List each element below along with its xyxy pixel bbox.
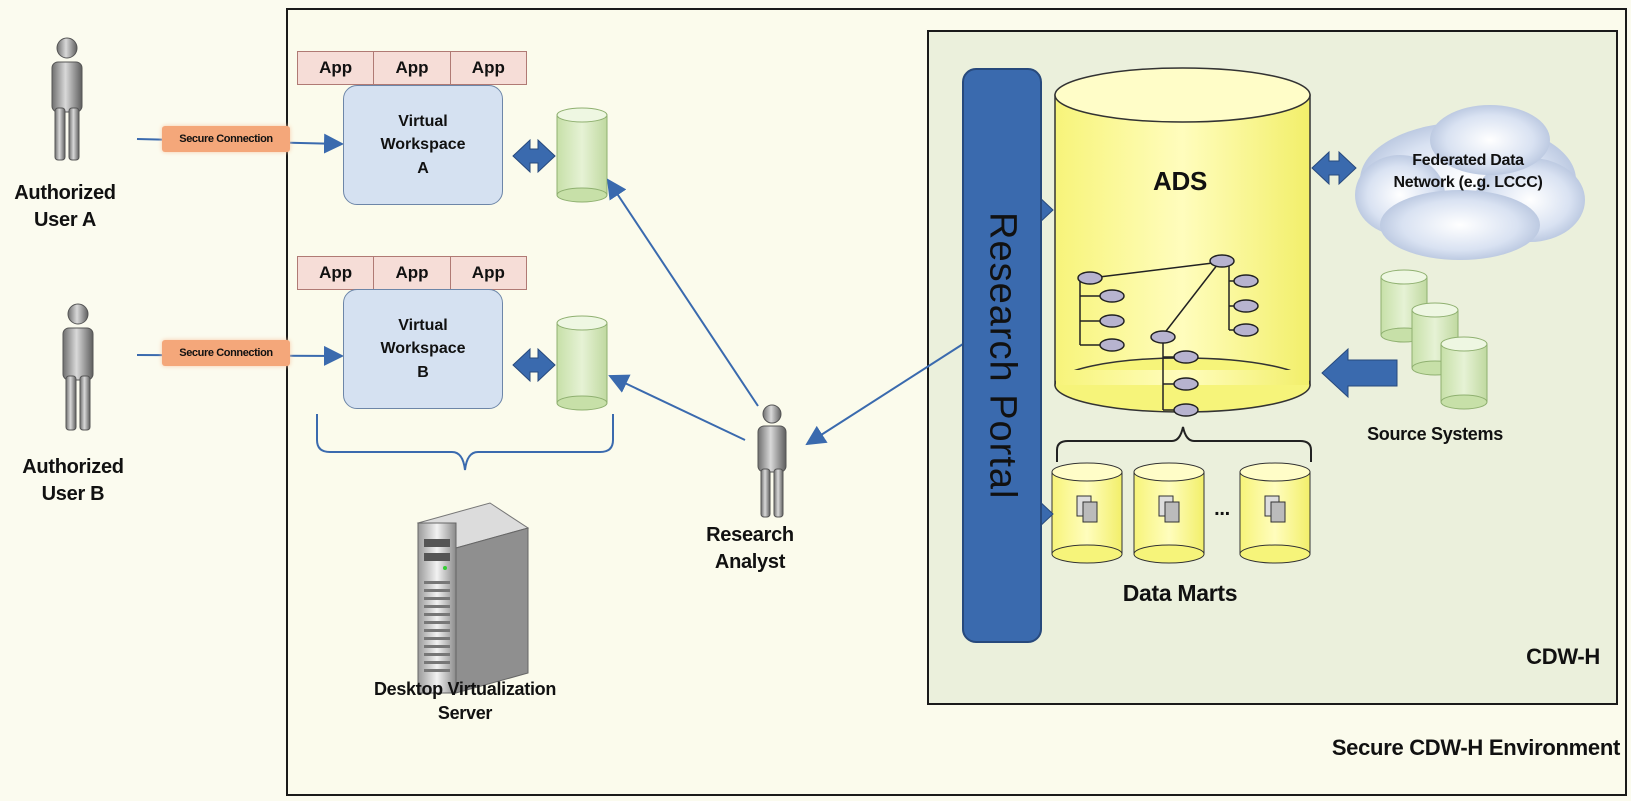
virtual-workspace-a-label: Virtual Workspace A	[380, 113, 466, 177]
research-portal[interactable]	[962, 68, 1042, 643]
ads-hierarchy-tree	[1077, 254, 1259, 417]
app-a-2[interactable]: App	[374, 51, 451, 85]
data-marts-ellipsis: ...	[1214, 498, 1230, 520]
analyst-label: Research Analyst	[706, 524, 794, 573]
app-bar-a: App App App	[297, 51, 527, 85]
analyst-to-db-a-arrow	[606, 178, 759, 407]
workspace-a-database-icon	[556, 107, 608, 203]
virtual-workspace-b[interactable]: Virtual Workspace B	[343, 289, 503, 409]
app-bar-b: App App App	[297, 256, 527, 290]
data-mart-2-database-icon	[1133, 462, 1205, 564]
app-b-2[interactable]: App	[374, 256, 451, 290]
workspace-b-database-icon	[556, 315, 608, 411]
source-to-ads-arrow-icon	[1321, 347, 1398, 399]
user-b-person-icon	[62, 303, 94, 431]
cdwh-label: CDW-H	[1526, 644, 1600, 669]
app-b-1[interactable]: App	[297, 256, 375, 290]
app-b-3[interactable]: App	[450, 256, 527, 290]
secure-environment-label: Secure CDW-H Environment	[1331, 735, 1620, 760]
server-tower-icon	[416, 502, 530, 694]
server-label: Desktop Virtualization Server	[373, 679, 557, 724]
analyst-person-icon	[757, 404, 787, 518]
secure-connection-b-badge: Secure Connection	[162, 340, 290, 366]
research-portal-label-wrap: Research Portal	[962, 68, 1042, 643]
data-marts-label: Data Marts	[1122, 580, 1238, 606]
analyst-to-db-b-arrow	[608, 374, 746, 441]
data-mart-n-database-icon	[1239, 462, 1311, 564]
secure-connection-a-badge: Secure Connection	[162, 126, 290, 152]
app-a-1[interactable]: App	[297, 51, 375, 85]
virtual-workspace-b-label: Virtual Workspace B	[380, 317, 466, 381]
portal-to-analyst-arrow	[805, 343, 964, 446]
ads-label: ADS	[1153, 166, 1207, 196]
app-a-3[interactable]: App	[450, 51, 527, 85]
source-systems-label: Source Systems	[1367, 424, 1503, 444]
source-system-3-database-icon	[1440, 336, 1488, 410]
double-arrow-icon	[512, 138, 556, 174]
double-arrow-icon	[1311, 150, 1357, 186]
double-arrow-icon	[512, 347, 556, 383]
user-a-label: Authorized User A	[14, 182, 116, 231]
virtual-workspace-a[interactable]: Virtual Workspace A	[343, 85, 503, 205]
data-marts-brace	[1056, 426, 1312, 462]
workspace-group-brace	[316, 414, 614, 471]
user-a-person-icon	[51, 37, 83, 161]
federated-network-label: Federated Data Network (e.g. LCCC)	[1393, 152, 1543, 191]
user-b-label: Authorized User B	[22, 456, 124, 505]
data-mart-1-database-icon	[1051, 462, 1123, 564]
research-portal-label: Research Portal	[981, 211, 1024, 500]
cloud-icon	[1355, 105, 1585, 260]
